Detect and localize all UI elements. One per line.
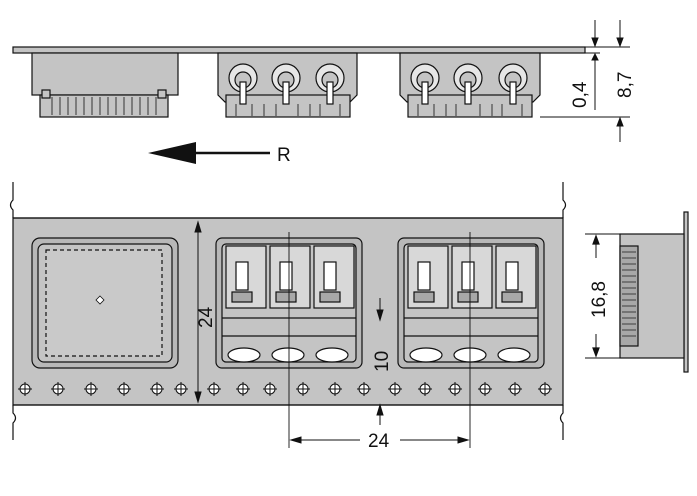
side-view-right xyxy=(585,211,689,373)
dimension-pitch xyxy=(289,436,470,444)
break-mark-right xyxy=(559,182,567,440)
dim-plan-height-label: 24 xyxy=(196,306,217,328)
side-view-top xyxy=(12,20,630,142)
break-mark-left xyxy=(9,182,17,440)
dim-offset-label: 10 xyxy=(372,351,393,372)
direction-arrow-icon xyxy=(148,142,270,164)
dim-pitch-label: 24 xyxy=(368,431,390,452)
blank-housing-side xyxy=(31,52,179,118)
carrier-strip-side xyxy=(12,46,586,54)
direction-label: R xyxy=(277,145,291,166)
blank-housing-plan xyxy=(31,237,179,369)
dim-top-height-label: 8,7 xyxy=(615,72,636,98)
dimension-top-right xyxy=(540,20,630,142)
terminal-block-side-1 xyxy=(217,52,358,118)
terminal-block-side-2 xyxy=(399,52,541,118)
dimension-offset xyxy=(376,298,384,425)
plan-view xyxy=(9,182,689,448)
dim-side-height-label: 16,8 xyxy=(589,281,610,318)
terminal-block-plan-2 xyxy=(397,237,545,369)
dim-top-thickness-label: 0,4 xyxy=(570,81,591,108)
dimension-plan-height xyxy=(194,220,202,404)
sprocket-holes xyxy=(18,382,552,396)
